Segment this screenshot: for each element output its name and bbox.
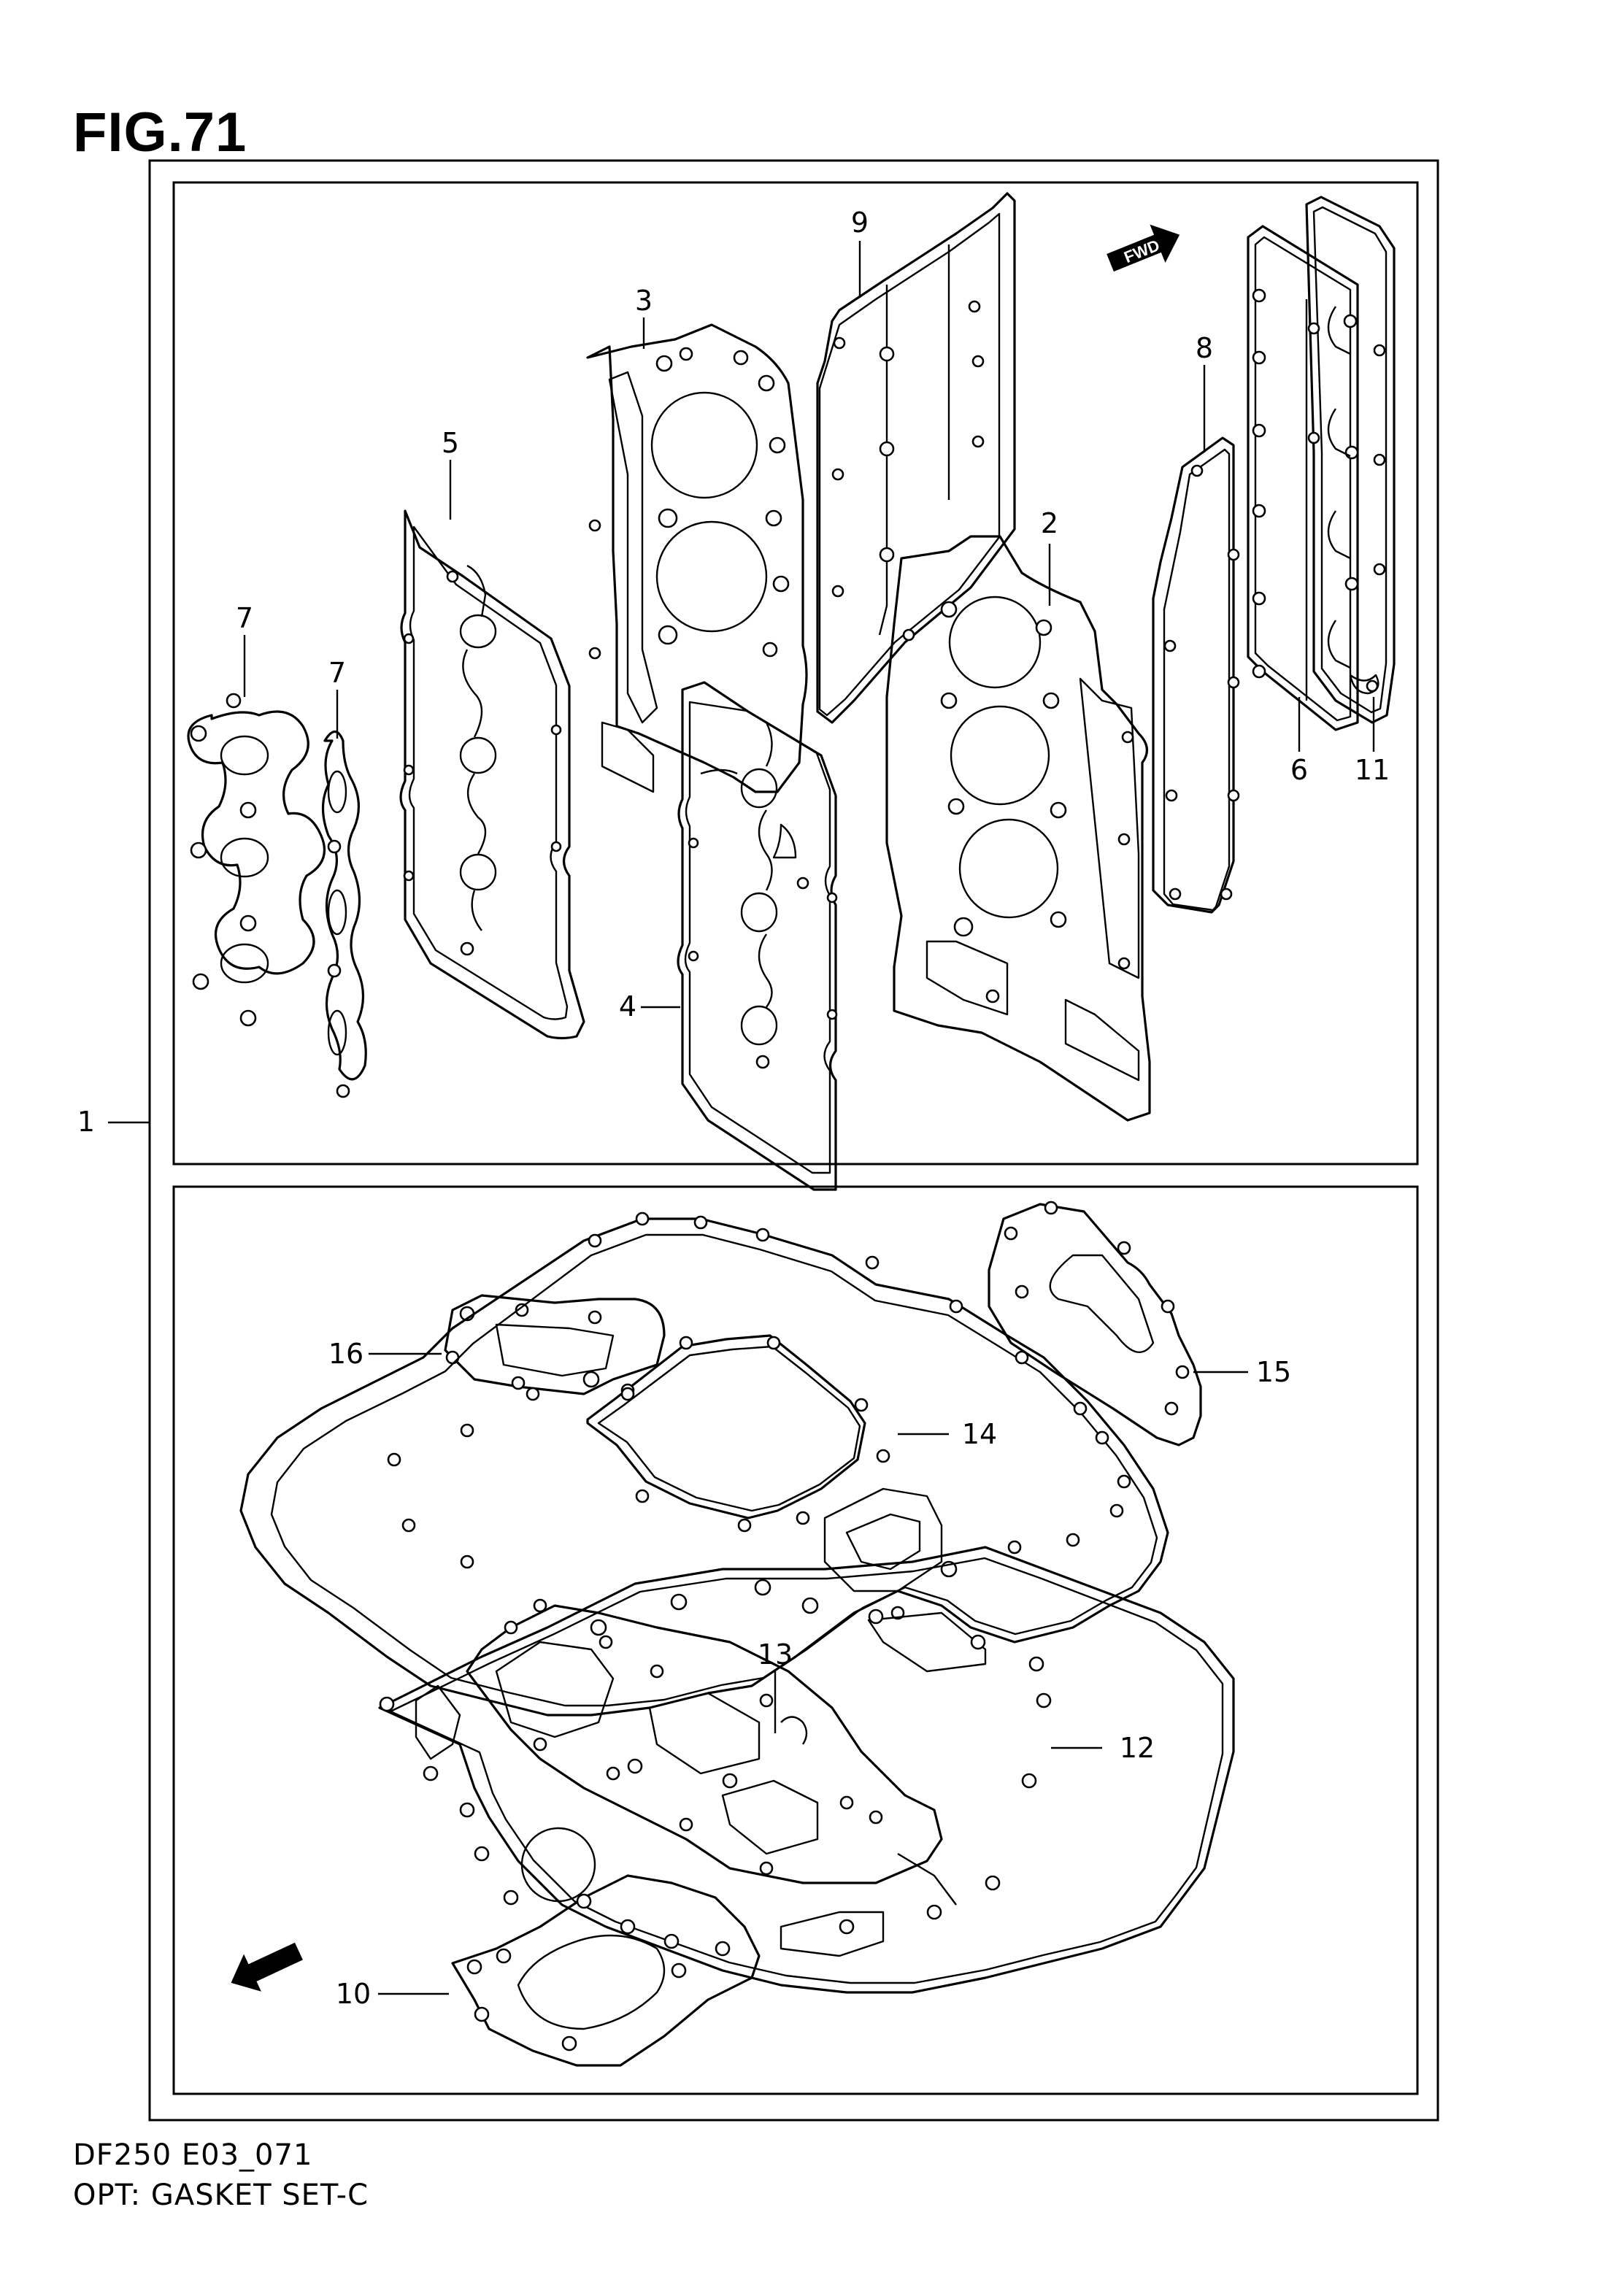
callout-1-label: 1 — [77, 1106, 95, 1138]
part-2-cylinder-head-gasket: 2 — [885, 507, 1151, 1122]
crankcase-gasket — [239, 1211, 1169, 1717]
part-3-cylinder-head-gasket: 3 — [586, 285, 808, 793]
part-11-gasket: 11 — [1305, 196, 1396, 786]
part-13-gasket: 13 — [466, 1604, 943, 1884]
callout-5-label: 5 — [442, 427, 459, 459]
part-8-gasket: 8 — [1152, 332, 1240, 914]
callout-9-label: 9 — [851, 207, 869, 239]
callout-1: 1 — [77, 1106, 150, 1138]
model-code: DF250 E03_071 — [73, 2138, 313, 2172]
fwd-arrow-top: FWD — [1107, 224, 1180, 272]
part-6-gasket: 6 — [1247, 225, 1359, 786]
fwd-arrow-bottom — [231, 1942, 303, 1992]
part-4-head-cover-gasket: 4 — [619, 681, 838, 1191]
callout-12-label: 12 — [1120, 1732, 1155, 1764]
callout-7b-label: 7 — [328, 657, 346, 689]
callout-11-label: 11 — [1355, 754, 1390, 786]
callout-6-label: 6 — [1290, 754, 1308, 786]
callout-15-label: 15 — [1256, 1356, 1291, 1388]
part-5-head-cover-gasket: 5 — [399, 427, 585, 1040]
callout-13-label: 13 — [758, 1638, 793, 1671]
callout-10-label: 10 — [336, 1978, 371, 2010]
outer-frame — [148, 159, 1439, 2122]
part-7-exhaust-gasket-b: 7 — [321, 657, 367, 1098]
part-16-gasket: 16 — [328, 1294, 666, 1395]
callout-3-label: 3 — [635, 285, 653, 317]
part-15-gasket: 15 — [988, 1201, 1291, 1446]
callout-14-label: 14 — [962, 1418, 997, 1450]
fwd-label-bottom-group: FWD — [247, 1919, 288, 1951]
lower-panel — [172, 1185, 1419, 2095]
part-12-gasket: 12 — [378, 1546, 1235, 1994]
upper-panel — [172, 181, 1419, 1166]
callout-16-label: 16 — [328, 1338, 363, 1370]
callout-7a-label: 7 — [236, 602, 253, 634]
figure-title: FIG.71 — [73, 101, 247, 163]
part-9-cover-gasket: 9 — [816, 192, 1016, 724]
fwd-label-bottom: FWD — [247, 1919, 288, 1951]
callout-8-label: 8 — [1196, 332, 1213, 364]
callout-2-label: 2 — [1041, 507, 1058, 539]
part-description: OPT: GASKET SET-C — [73, 2178, 369, 2212]
callout-4-label: 4 — [619, 990, 636, 1022]
part-10-gasket: 10 — [336, 1874, 761, 2067]
part-14-gasket: 14 — [586, 1334, 997, 1533]
part-7-exhaust-gasket-a: 7 — [187, 602, 326, 1027]
